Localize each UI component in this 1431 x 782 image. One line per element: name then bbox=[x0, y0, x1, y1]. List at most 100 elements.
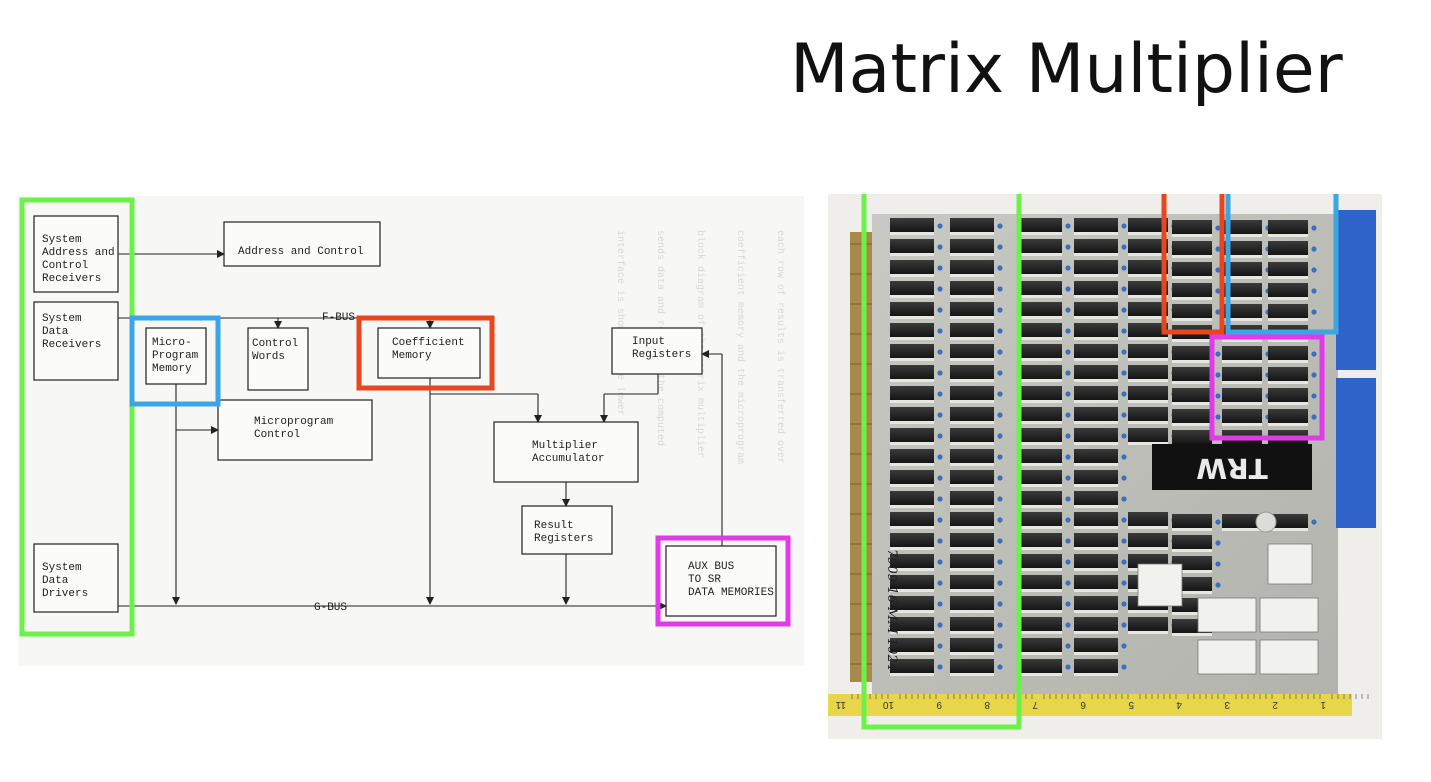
ic-chip-pins bbox=[1018, 673, 1062, 676]
ic-chip-pins bbox=[1128, 610, 1168, 613]
capacitor bbox=[997, 412, 1003, 418]
ic-chip-pins bbox=[950, 484, 994, 487]
ic-chip bbox=[950, 344, 994, 358]
ruler-number: 6 bbox=[1080, 699, 1086, 710]
ic-chip bbox=[1018, 554, 1062, 568]
ic-chip-pins bbox=[1268, 402, 1308, 405]
ic-chip-pins bbox=[890, 484, 934, 487]
ic-chip-pins bbox=[1128, 547, 1168, 550]
capacitor bbox=[1121, 433, 1127, 439]
label-aux-bus-1: AUX BUS bbox=[688, 561, 735, 573]
ic-chip-pins bbox=[1172, 570, 1212, 573]
ic-chip bbox=[890, 239, 934, 253]
label-system-address-1: System bbox=[42, 234, 82, 246]
ic-chip-pins bbox=[1018, 568, 1062, 571]
ic-chip bbox=[1222, 262, 1262, 276]
ic-chip bbox=[950, 281, 994, 295]
capacitor bbox=[1311, 309, 1317, 315]
capacitor bbox=[1121, 517, 1127, 523]
capacitor bbox=[1065, 622, 1071, 628]
ic-chip-pins bbox=[1172, 297, 1212, 300]
capacitor bbox=[937, 496, 943, 502]
ic-chip-pins bbox=[1074, 547, 1118, 550]
capacitor bbox=[937, 370, 943, 376]
ic-chip bbox=[890, 449, 934, 463]
capacitor bbox=[1065, 328, 1071, 334]
ic-chip-pins bbox=[1074, 232, 1118, 235]
ic-chip-pins bbox=[890, 610, 934, 613]
ic-chip-pins bbox=[1018, 295, 1062, 298]
ic-chip-pins bbox=[950, 358, 994, 361]
ic-chip-pins bbox=[950, 463, 994, 466]
capacitor bbox=[937, 328, 943, 334]
ic-chip-pins bbox=[1018, 379, 1062, 382]
trw-chip-label: TRW bbox=[1196, 452, 1268, 485]
ic-chip-pins bbox=[950, 295, 994, 298]
ic-chip bbox=[890, 323, 934, 337]
ic-chip bbox=[950, 575, 994, 589]
ic-chip bbox=[1018, 239, 1062, 253]
trw-chip bbox=[1152, 444, 1312, 490]
capacitor bbox=[997, 244, 1003, 250]
capacitor bbox=[997, 601, 1003, 607]
ic-chip-pins bbox=[1222, 255, 1262, 258]
capacitor bbox=[937, 265, 943, 271]
ic-chip-pins bbox=[950, 652, 994, 655]
capacitor bbox=[1065, 307, 1071, 313]
ic-chip-pins bbox=[1074, 400, 1118, 403]
ic-chip-pins bbox=[1222, 360, 1262, 363]
ic-chip-pins bbox=[950, 610, 994, 613]
ic-chip-pins bbox=[1172, 360, 1212, 363]
ic-chip bbox=[1222, 388, 1262, 402]
ic-chip bbox=[890, 365, 934, 379]
capacitor bbox=[1065, 475, 1071, 481]
ic-chip-pins bbox=[950, 421, 994, 424]
ic-chip bbox=[1018, 407, 1062, 421]
ic-chip bbox=[1074, 533, 1118, 547]
capacitor bbox=[937, 244, 943, 250]
ic-chip bbox=[1128, 302, 1168, 316]
ic-chip bbox=[1018, 617, 1062, 631]
ic-chip bbox=[950, 323, 994, 337]
ic-chip-pins bbox=[1074, 568, 1118, 571]
capacitor bbox=[1065, 643, 1071, 649]
ic-chip bbox=[1074, 428, 1118, 442]
capacitor bbox=[1065, 349, 1071, 355]
ic-chip bbox=[1018, 428, 1062, 442]
ic-chip bbox=[1018, 575, 1062, 589]
capacitor bbox=[997, 349, 1003, 355]
ic-chip bbox=[1222, 409, 1262, 423]
capacitor bbox=[1065, 496, 1071, 502]
ic-chip-pins bbox=[1074, 337, 1118, 340]
ic-chip-pins bbox=[1074, 589, 1118, 592]
capacitor bbox=[937, 580, 943, 586]
capacitor bbox=[1215, 540, 1221, 546]
ic-chip-pins bbox=[1128, 337, 1168, 340]
capacitor bbox=[1121, 559, 1127, 565]
ic-chip-pins bbox=[890, 253, 934, 256]
capacitor bbox=[997, 223, 1003, 229]
ic-chip-pins bbox=[1018, 484, 1062, 487]
ruler-number: 10 bbox=[882, 699, 894, 710]
svg-text:each row of results is transfe: each row of results is transferred over bbox=[774, 230, 786, 464]
ic-chip-pins bbox=[1074, 673, 1118, 676]
capacitor bbox=[1121, 580, 1127, 586]
ic-chip-pins bbox=[1128, 274, 1168, 277]
ic-chip bbox=[950, 365, 994, 379]
ic-chip-pins bbox=[1018, 631, 1062, 634]
ic-chip-pins bbox=[1018, 232, 1062, 235]
capacitor bbox=[937, 664, 943, 670]
ic-chip-pins bbox=[1018, 442, 1062, 445]
capacitor bbox=[997, 265, 1003, 271]
capacitor bbox=[1121, 370, 1127, 376]
capacitor bbox=[1121, 244, 1127, 250]
ic-chip bbox=[1128, 281, 1168, 295]
capacitor bbox=[1065, 580, 1071, 586]
highlight-red-photo bbox=[1161, 194, 1225, 335]
capacitor bbox=[1311, 246, 1317, 252]
ic-chip bbox=[1172, 304, 1212, 318]
capacitor bbox=[1121, 622, 1127, 628]
ic-chip-pins bbox=[1268, 276, 1308, 279]
ic-chip-pins bbox=[950, 232, 994, 235]
